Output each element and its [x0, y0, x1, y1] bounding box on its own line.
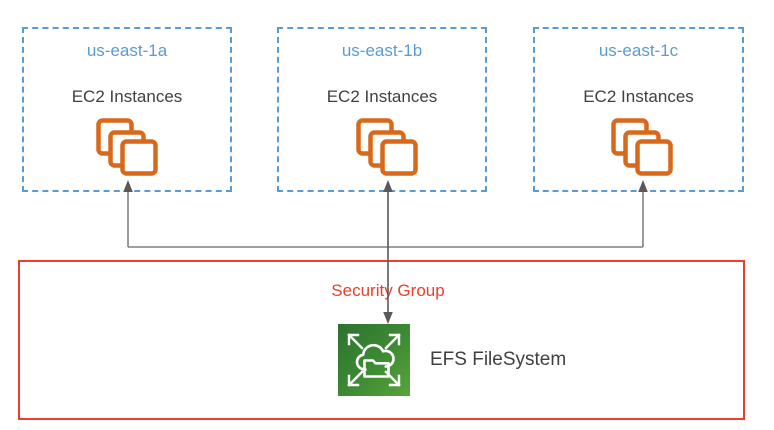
availability-zone-label-us-east-1c: us-east-1c	[598, 41, 679, 60]
availability-zone-box-us-east-1b	[277, 27, 487, 192]
availability-zone-label-us-east-1b: us-east-1b	[341, 41, 423, 60]
security-group-box	[18, 260, 745, 420]
efs-filesystem-icon	[338, 324, 410, 396]
ec2-instances-icon-us-east-1c	[611, 118, 673, 176]
efs-filesystem-label: EFS FileSystem	[430, 349, 567, 370]
availability-zone-label-us-east-1a: us-east-1a	[86, 41, 168, 60]
ec2-instances-label-us-east-1a: EC2 Instances	[71, 87, 183, 106]
ec2-instances-icon-us-east-1a	[96, 118, 158, 176]
ec2-instances-label-us-east-1b: EC2 Instances	[326, 87, 438, 106]
ec2-instances-icon-us-east-1b	[356, 118, 418, 176]
ec2-instances-label-us-east-1c: EC2 Instances	[583, 87, 694, 106]
security-group-label: Security Group	[331, 281, 445, 300]
